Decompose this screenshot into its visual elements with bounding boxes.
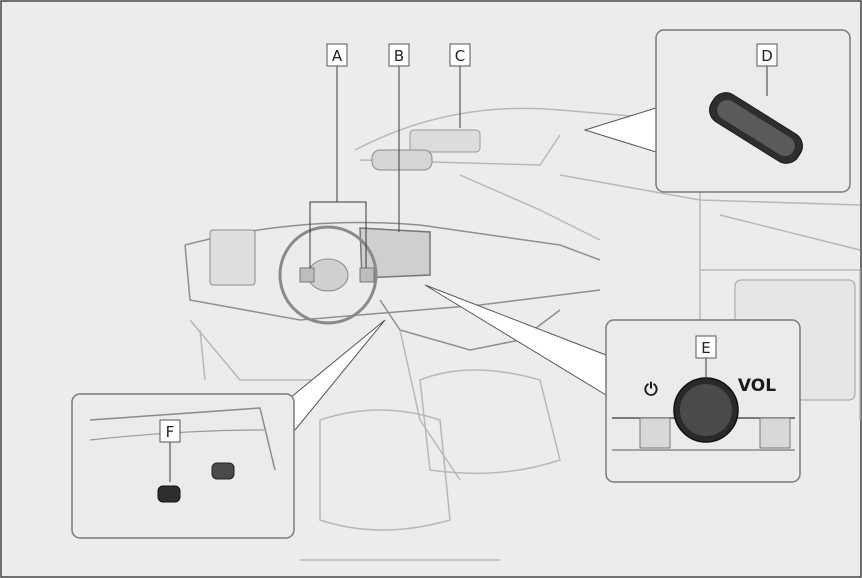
callout-label-b: B xyxy=(394,47,404,65)
inset-f: F xyxy=(72,394,294,538)
panel-button-right xyxy=(760,418,790,448)
inset-d: D xyxy=(656,30,850,192)
inset-f-panel xyxy=(72,394,294,538)
callout-label-e: E xyxy=(701,339,710,357)
usb-port-left[interactable] xyxy=(158,486,180,502)
callout-label-c: C xyxy=(455,47,465,65)
knob-face xyxy=(680,384,732,436)
callout-a: A xyxy=(327,44,347,66)
callout-label-f: F xyxy=(166,423,175,441)
panel-button-left xyxy=(640,418,670,448)
steering-right-switches xyxy=(360,268,374,282)
power-icon: ⏻ xyxy=(644,380,658,400)
volume-label: VOL xyxy=(738,376,776,396)
inset-e: ⏻ VOL E xyxy=(606,320,800,482)
steering-left-switches xyxy=(300,268,314,282)
usb-port-right[interactable] xyxy=(212,463,234,479)
rearview-mirror xyxy=(372,150,432,170)
left-vent-panel xyxy=(210,230,255,285)
callout-c: C xyxy=(450,44,470,66)
callout-label-d: D xyxy=(761,47,773,65)
callout-b: B xyxy=(389,44,409,66)
overhead-console xyxy=(410,130,480,152)
callout-label-a: A xyxy=(332,47,343,65)
